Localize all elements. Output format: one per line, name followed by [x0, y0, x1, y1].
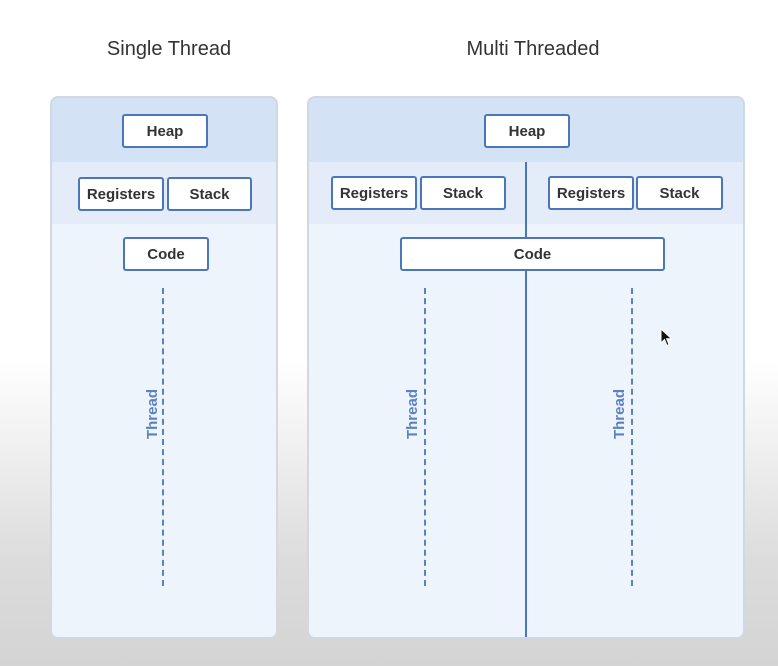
thread-divider	[525, 162, 527, 637]
code-box: Code	[400, 237, 665, 271]
thread-label-2: Thread	[611, 389, 628, 440]
heap-box: Heap	[484, 114, 570, 148]
heap-box: Heap	[122, 114, 208, 148]
mouse-pointer-icon	[660, 328, 673, 347]
thread-line-1	[424, 288, 426, 586]
stack-box: Stack	[167, 177, 252, 211]
stack-box-1: Stack	[420, 176, 506, 210]
code-box: Code	[123, 237, 209, 271]
single-thread-title: Single Thread	[106, 38, 232, 60]
stack-box-2: Stack	[636, 176, 723, 210]
registers-box: Registers	[78, 177, 164, 211]
single-thread-panel: Heap Registers Stack Code Thread	[50, 96, 278, 639]
thread-label-1: Thread	[404, 389, 421, 440]
thread-line	[162, 288, 164, 586]
multi-threaded-panel: Heap Registers Stack Registers Stack Cod…	[307, 96, 745, 639]
multi-threaded-title: Multi Threaded	[466, 38, 600, 60]
registers-box-1: Registers	[331, 176, 417, 210]
thread-line-2	[631, 288, 633, 586]
registers-box-2: Registers	[548, 176, 634, 210]
thread-label: Thread	[144, 389, 161, 440]
